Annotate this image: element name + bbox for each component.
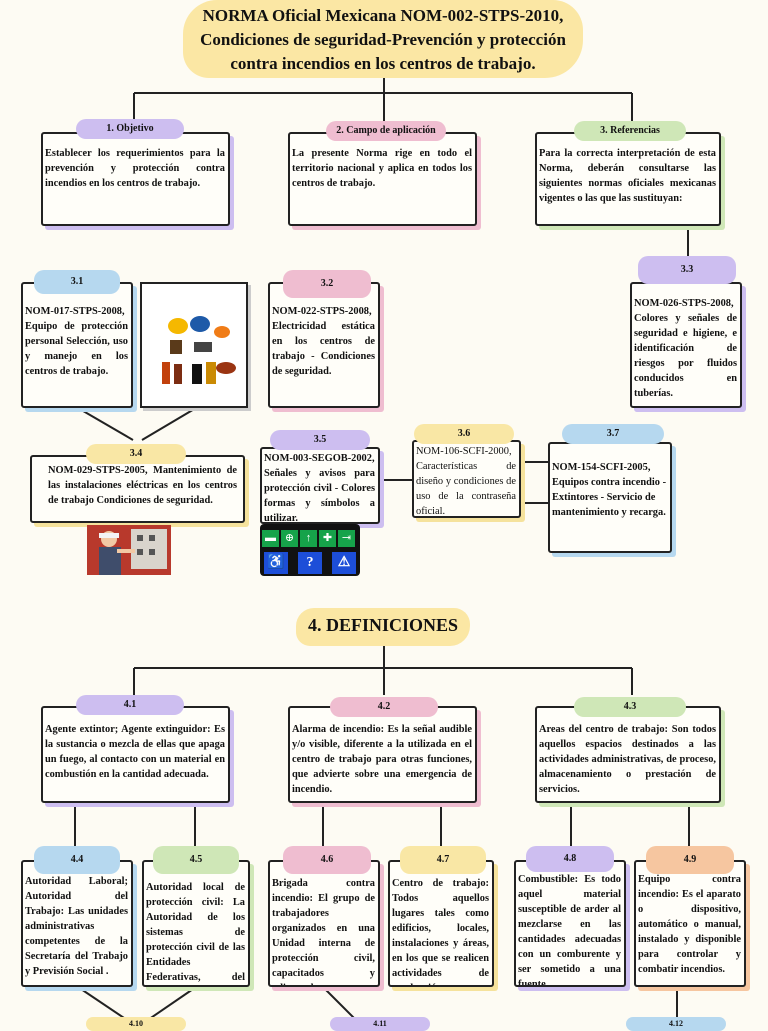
label-4-5: 4.5	[153, 846, 239, 874]
box-objetivo-text: Establecer los requerimientos para la pr…	[45, 148, 225, 189]
box-3-6-text: NOM-106-SCFI-2000, Características de di…	[416, 446, 516, 517]
title-line-1: NORMA Oficial Mexicana NOM-002-STPS-2010…	[202, 6, 564, 25]
label-4-6: 4.6	[283, 846, 371, 874]
exit-arrow-sign-icon: ↑	[300, 530, 317, 547]
label-4-10: 4.10	[86, 1017, 186, 1031]
box-objetivo: Establecer los requerimientos para la pr…	[41, 132, 230, 226]
box-3-1: NOM-017-STPS-2008, Equipo de protección …	[21, 282, 133, 408]
box-referencias-text: Para la correcta interpretación de esta …	[539, 148, 716, 204]
box-4-4-text: Autoridad Laboral; Autoridad del Trabajo…	[25, 876, 128, 977]
emergency-sign-icon: ⚠	[332, 552, 356, 574]
box-3-7: NOM-154-SCFI-2005, Equipos contra incend…	[548, 442, 672, 553]
box-3-3-text: NOM-026-STPS-2008, Colores y señales de …	[634, 298, 737, 399]
accessibility-sign-icon: ♿	[264, 552, 288, 574]
box-3-4-text: NOM-029-STPS-2005, Mantenimiento de las …	[48, 465, 237, 506]
box-4-8-text: Combustible: Es todo aquel material susc…	[518, 874, 621, 987]
label-3-3: 3.3	[638, 256, 736, 284]
label-3-1: 3.1	[34, 270, 120, 294]
box-3-4: NOM-029-STPS-2005, Mantenimiento de las …	[30, 455, 245, 523]
box-3-2: NOM-022-STPS-2008, Electricidad estática…	[268, 282, 380, 408]
label-3-5: 3.5	[270, 430, 370, 450]
box-3-1-text: NOM-017-STPS-2008, Equipo de protección …	[25, 306, 128, 377]
title-line-2: Condiciones de seguridad-Prevención y pr…	[200, 30, 566, 49]
box-4-4: Autoridad Laboral; Autoridad del Trabajo…	[21, 860, 133, 987]
box-4-2: Alarma de incendio: Es la señal audible …	[288, 706, 477, 803]
box-4-3-text: Areas del centro de trabajo: Son todos a…	[539, 724, 716, 795]
box-3-5: NOM-003-SEGOB-2002, Señales y avisos par…	[260, 447, 380, 524]
box-4-1-text: Agente extintor; Agente extinguidor: Es …	[45, 724, 225, 780]
label-referencias: 3. Referencias	[574, 121, 686, 141]
label-3-4: 3.4	[86, 444, 186, 464]
label-4-7: 4.7	[400, 846, 486, 874]
label-4-12: 4.12	[626, 1017, 726, 1031]
label-4-1: 4.1	[76, 695, 184, 715]
box-4-3: Areas del centro de trabajo: Son todos a…	[535, 706, 721, 803]
label-4-9: 4.9	[646, 846, 734, 874]
box-4-2-text: Alarma de incendio: Es la señal audible …	[292, 724, 472, 795]
label-campo-aplicacion: 2. Campo de aplicación	[326, 121, 446, 141]
box-4-1: Agente extintor; Agente extinguidor: Es …	[41, 706, 230, 803]
box-4-7-text: Centro de trabajo: Todos aquellos lugare…	[392, 878, 489, 985]
gathering-point-sign-icon: ⊕	[281, 530, 298, 547]
label-4-4: 4.4	[34, 846, 120, 874]
section-definiciones-title: 4. DEFINICIONES	[296, 608, 470, 646]
box-4-9: Equipo contra incendio: Es el aparato o …	[634, 860, 746, 987]
box-3-6: NOM-106-SCFI-2000, Características de di…	[412, 440, 521, 518]
box-referencias: Para la correcta interpretación de esta …	[535, 132, 721, 226]
box-3-5-text: NOM-003-SEGOB-2002, Señales y avisos par…	[264, 453, 375, 524]
label-4-11: 4.11	[330, 1017, 430, 1031]
emergency-exit-sign-icon: ▬	[262, 530, 279, 547]
box-4-5: Autoridad local de protección civil: La …	[142, 860, 250, 987]
ppe-equipment-image	[140, 282, 248, 408]
label-3-6: 3.6	[414, 424, 514, 444]
first-aid-sign-icon: ✚	[319, 530, 336, 547]
title-line-3: contra incendios en los centros de traba…	[230, 54, 536, 73]
label-3-7: 3.7	[562, 424, 664, 444]
main-title: NORMA Oficial Mexicana NOM-002-STPS-2010…	[183, 0, 583, 78]
safety-signs-image: ▬ ⊕ ↑ ✚ ⇥ ♿ ? ⚠	[260, 524, 360, 576]
box-4-8: Combustible: Es todo aquel material susc…	[514, 860, 626, 987]
box-campo-text: La presente Norma rige en todo el territ…	[292, 148, 472, 189]
electrical-worker-image	[87, 525, 171, 575]
box-3-7-text: NOM-154-SCFI-2005, Equipos contra incend…	[552, 462, 667, 518]
box-4-6: Brigada contra incendio: El grupo de tra…	[268, 860, 380, 987]
box-4-6-text: Brigada contra incendio: El grupo de tra…	[272, 878, 375, 985]
box-4-5-text: Autoridad local de protección civil: La …	[146, 882, 245, 983]
box-4-7: Centro de trabajo: Todos aquellos lugare…	[388, 860, 494, 987]
label-objetivo: 1. Objetivo	[76, 119, 184, 139]
exit-door-sign-icon: ⇥	[338, 530, 355, 547]
label-3-2: 3.2	[283, 270, 371, 298]
box-4-9-text: Equipo contra incendio: Es el aparato o …	[638, 874, 741, 975]
information-sign-icon: ?	[298, 552, 322, 574]
box-3-3: NOM-026-STPS-2008, Colores y señales de …	[630, 282, 742, 408]
label-4-8: 4.8	[526, 846, 614, 872]
label-4-3: 4.3	[574, 697, 686, 717]
box-3-2-text: NOM-022-STPS-2008, Electricidad estática…	[272, 306, 375, 377]
box-campo-aplicacion: La presente Norma rige en todo el territ…	[288, 132, 477, 226]
label-4-2: 4.2	[330, 697, 438, 717]
